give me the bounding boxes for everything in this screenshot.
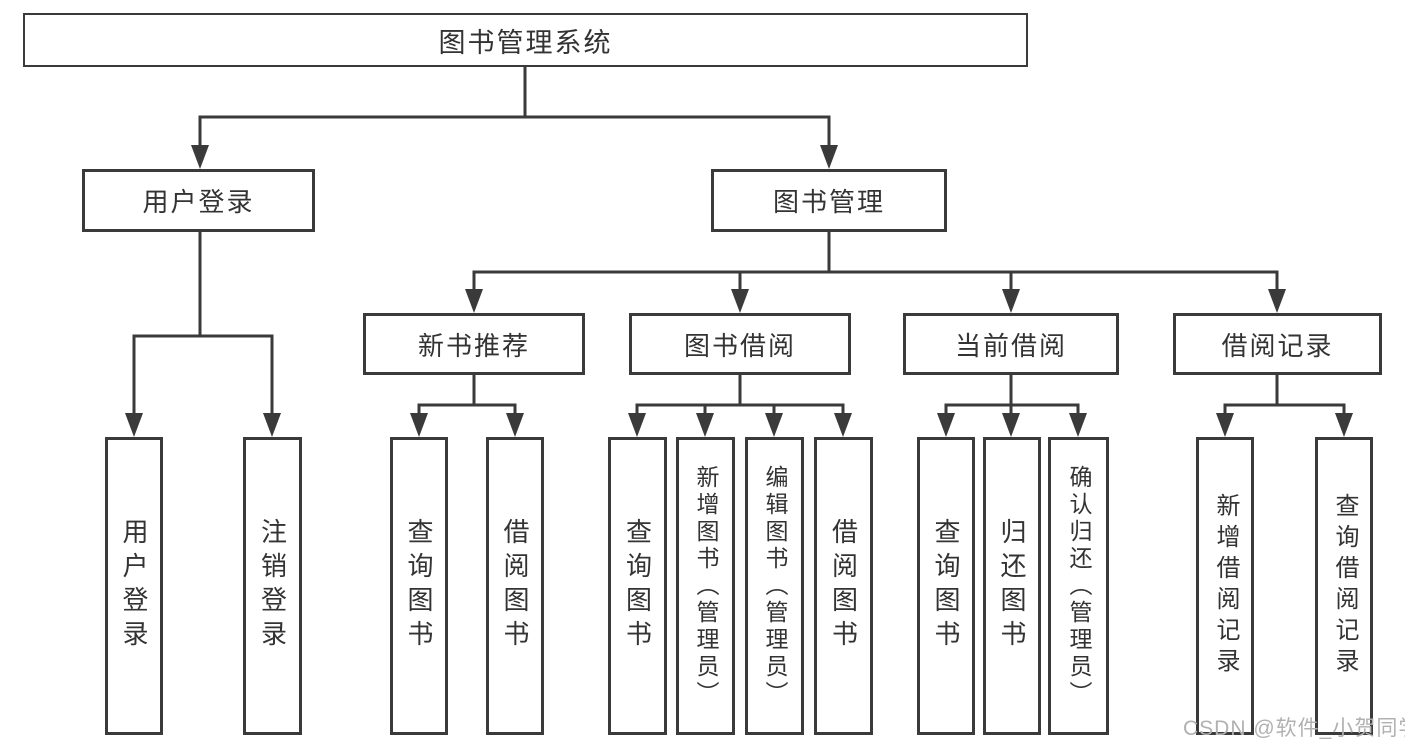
leaf-user-login: 用户登录 <box>105 437 163 735</box>
csdn-watermark: CSDN @软件_小贺同学 <box>1183 717 1405 740</box>
leaf-label: 编辑图书（管理员） <box>762 464 788 708</box>
node-book-management: 图书管理 <box>711 169 947 232</box>
leaf-logout: 注销登录 <box>243 437 302 735</box>
leaf-borrow-book-1: 借阅图书 <box>486 437 544 735</box>
leaf-query-borrow-record: 查询借阅记录 <box>1315 437 1373 735</box>
node-current-borrow: 当前借阅 <box>903 313 1119 375</box>
leaf-add-book-admin: 新增图书（管理员） <box>676 437 735 735</box>
leaf-label: 新增图书（管理员） <box>693 464 719 708</box>
node-root: 图书管理系统 <box>23 13 1028 67</box>
leaf-query-book-3: 查询图书 <box>917 437 975 735</box>
leaf-label: 借阅图书 <box>500 518 530 654</box>
node-borrow-records: 借阅记录 <box>1173 313 1382 375</box>
leaf-label: 查询图书 <box>931 518 961 654</box>
leaf-return-book: 归还图书 <box>983 437 1041 735</box>
leaf-label: 确认归还（管理员） <box>1066 464 1092 708</box>
leaf-label: 查询图书 <box>404 518 434 654</box>
node-user-login: 用户登录 <box>82 169 315 232</box>
leaf-label: 新增借阅记录 <box>1212 493 1239 679</box>
leaf-query-book-1: 查询图书 <box>390 437 448 735</box>
leaf-borrow-book-2: 借阅图书 <box>814 437 873 735</box>
leaf-label: 归还图书 <box>997 518 1027 654</box>
leaf-label: 用户登录 <box>119 518 149 654</box>
leaf-add-borrow-record: 新增借阅记录 <box>1196 437 1254 735</box>
node-book-borrow: 图书借阅 <box>629 313 851 375</box>
leaf-label: 查询借阅记录 <box>1331 493 1358 679</box>
node-new-book-recommend: 新书推荐 <box>363 313 585 375</box>
leaf-edit-book-admin: 编辑图书（管理员） <box>745 437 804 735</box>
leaf-label: 借阅图书 <box>828 518 859 654</box>
leaf-label: 查询图书 <box>622 518 653 654</box>
leaf-label: 注销登录 <box>257 518 288 654</box>
leaf-confirm-return-admin: 确认归还（管理员） <box>1048 437 1109 735</box>
leaf-query-book-2: 查询图书 <box>608 437 667 735</box>
